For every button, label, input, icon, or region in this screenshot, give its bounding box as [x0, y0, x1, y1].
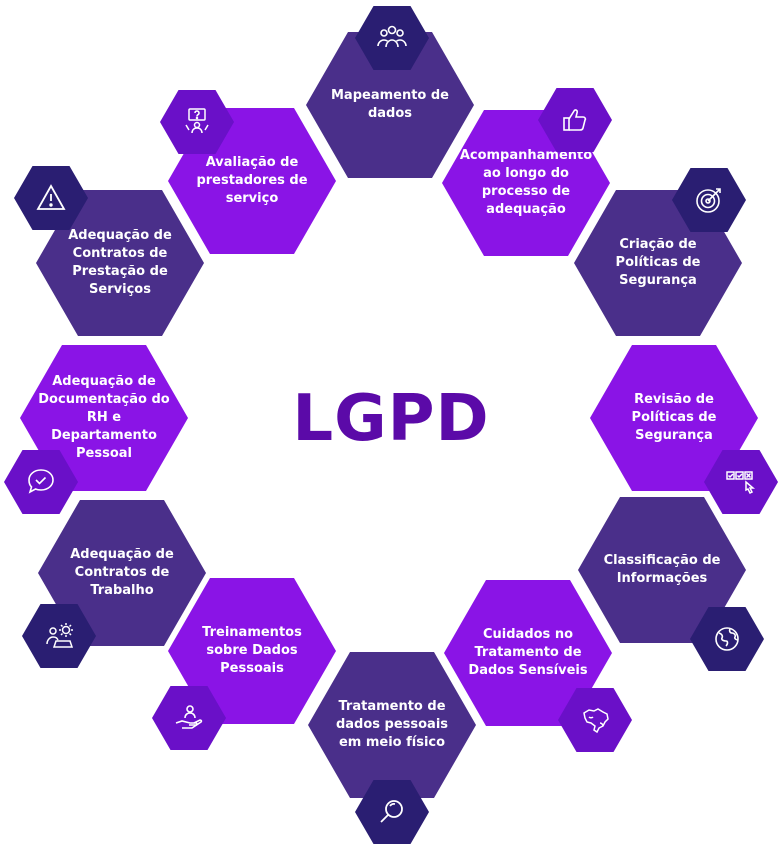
hex-meio-fisico: Tratamento de dados pessoais em meio fís…	[308, 652, 476, 798]
checklist-pointer-icon	[726, 471, 756, 495]
icon-badge-contratos-trabalho	[22, 604, 96, 668]
hex-label: Avaliação de prestadores de serviço	[196, 155, 308, 206]
hex-label: Adequação de Documentação do RH e Depart…	[38, 374, 170, 461]
target-icon	[696, 188, 721, 213]
hex-label: Acompanhamento ao longo do processo de a…	[459, 148, 593, 217]
hex-label: Cuidados no Tratamento de Dados Sensívei…	[468, 627, 588, 678]
hex-label: Adequação de Contratos de Trabalho	[70, 547, 174, 598]
brazil-map-icon	[583, 708, 609, 734]
hex-label: Tratamento de dados pessoais em meio fís…	[335, 699, 449, 750]
magnifier-icon	[380, 800, 403, 823]
hex-label: Treinamentos sobre Dados Pessoais	[202, 625, 302, 676]
people-group-icon	[377, 25, 407, 48]
warning-icon	[36, 184, 66, 210]
hex-label: Mapeamento de dados	[330, 88, 449, 121]
laptop-gear-icon	[46, 623, 74, 648]
chat-check-icon	[28, 469, 54, 494]
globe-icon	[715, 627, 739, 651]
hex-label: Classificação de Informações	[603, 553, 721, 586]
center-title: LGPD	[292, 382, 490, 456]
icon-badge-meio-fisico	[355, 780, 429, 844]
thumbs-up-icon	[563, 109, 587, 131]
icon-badge-mapeamento	[355, 6, 429, 70]
hex-label: Criação de Políticas de Segurança	[615, 237, 701, 288]
hand-person-icon	[175, 705, 203, 729]
icon-badge-contratos-prestacao	[14, 166, 88, 230]
hex-label: Adequação de Contratos de Prestação de S…	[68, 228, 172, 297]
icon-badge-treinamentos	[152, 686, 226, 750]
question-person-icon	[185, 108, 209, 134]
hex-label: Revisão de Políticas de Segurança	[631, 392, 717, 443]
